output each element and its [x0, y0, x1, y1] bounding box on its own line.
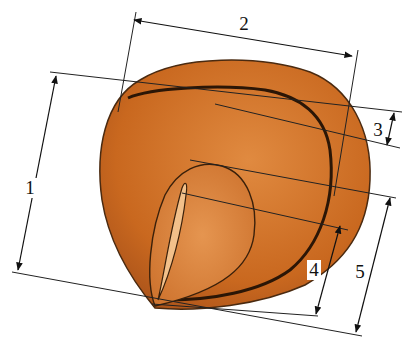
callout-number: 3 [371, 120, 385, 140]
callout-number: 2 [237, 14, 251, 34]
callout-number: 1 [23, 178, 37, 198]
callout-number: 5 [353, 262, 367, 282]
callout-number: 4 [307, 260, 321, 280]
